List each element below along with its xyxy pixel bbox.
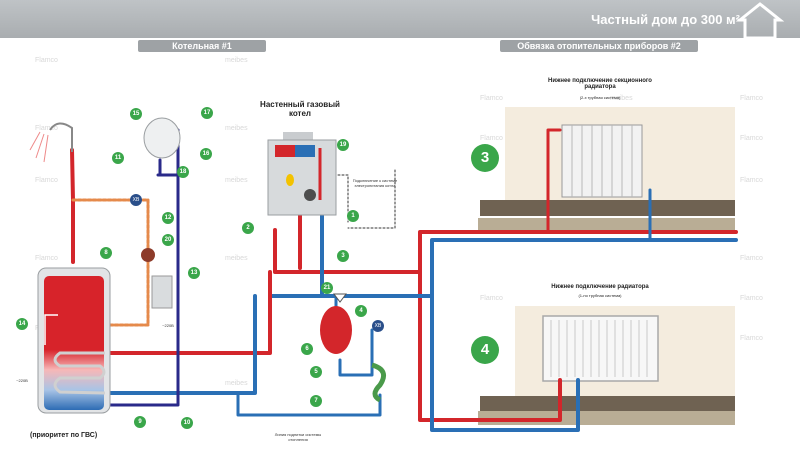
watermark: Flamco [480, 135, 503, 142]
watermark: Flamco [740, 135, 763, 142]
pipe-hot-radiator3 [546, 128, 562, 234]
watermark: meibes [225, 177, 248, 184]
badge-9: 9 [134, 416, 146, 428]
pipe-coil-hot [103, 270, 272, 355]
feed-note: Линия подпитки системы отопления [274, 432, 322, 442]
watermark: Flamco [740, 177, 763, 184]
watermark: Flamco [740, 255, 763, 262]
badge-15: 15 [130, 108, 142, 120]
valve-21 [333, 293, 347, 303]
badge-5: 5 [310, 366, 322, 378]
page-title: Частный дом до 300 м² [591, 12, 740, 27]
floor-top [480, 200, 735, 216]
badge-6: 6 [301, 343, 313, 355]
badge-8: 8 [100, 247, 112, 259]
section-right: Обвязка отопительных приборов #2 [500, 40, 698, 52]
badge-17: 17 [201, 107, 213, 119]
volt-label: ~220В [16, 378, 28, 383]
badge-19: 19 [337, 139, 349, 151]
floor-top-base [478, 218, 735, 232]
watermark: Flamco [740, 295, 763, 302]
header-bar: Частный дом до 300 м² [0, 0, 800, 38]
pipe-circulation [71, 198, 150, 327]
panel-radiator [542, 315, 659, 382]
radiator-top-subtitle: (2-х трубная система) [579, 95, 621, 100]
xb-marker: ХВ [130, 194, 142, 206]
xb-marker: ХВ [372, 320, 384, 332]
shower-icon [29, 122, 73, 163]
watermark: Flamco [35, 177, 58, 184]
badge-10: 10 [181, 417, 193, 429]
boiler-note: Подключение к системе электропитания кот… [352, 178, 398, 188]
controller-13 [151, 275, 173, 309]
badge-18: 18 [177, 166, 189, 178]
pump [141, 248, 155, 262]
badge-20: 20 [162, 234, 174, 246]
badge-21: 21 [321, 282, 333, 294]
watermark: Flamco [480, 95, 503, 102]
big-badge-label-3: 3 [480, 149, 490, 166]
pipe-cold-radiator4 [430, 294, 580, 432]
badge-4: 4 [355, 305, 367, 317]
badge-7: 7 [310, 395, 322, 407]
boiler-label: Настенный газовый котел [260, 100, 340, 118]
dhw-tank [37, 267, 111, 414]
watermark: meibes [225, 125, 248, 132]
watermark: meibes [225, 380, 248, 387]
badge-big-4 [471, 336, 499, 364]
badge-12: 12 [162, 212, 174, 224]
expansion-vessel-dhw [143, 117, 181, 159]
badge-2: 2 [242, 222, 254, 234]
pipe-coil-cold [103, 294, 257, 395]
watermark: Flamco [740, 335, 763, 342]
watermark: meibes [225, 255, 248, 262]
watermark: Flamco [480, 295, 503, 302]
pipe-feed [236, 393, 382, 417]
radiator-bottom-subtitle: (1-но трубная система) [578, 293, 622, 298]
pipe-dhw-hot [70, 148, 75, 264]
flex-hose [371, 362, 387, 403]
watermark: Flamco [35, 125, 58, 132]
badge-1: 1 [347, 210, 359, 222]
pipe-hot-radiator4 [418, 270, 562, 422]
volt-label: ~220В [162, 323, 174, 328]
gas-boiler [267, 132, 337, 216]
badge-11: 11 [112, 152, 124, 164]
badge-13: 13 [188, 267, 200, 279]
priority-label: (приоритет по ГВС) [30, 432, 98, 439]
watermark: Flamco [35, 57, 58, 64]
big-badge-label-4: 4 [480, 341, 490, 358]
radiator-top-title: Нижнее подключение секционного радиатора [548, 78, 652, 90]
expansion-vessel-heating [320, 306, 352, 354]
sectional-radiator [561, 124, 643, 198]
watermark: meibes [225, 57, 248, 64]
watermark: Flamco [35, 255, 58, 262]
radiator-bottom-title: Нижнее подключение радиатора [551, 284, 649, 290]
badge-14: 14 [16, 318, 28, 330]
pipe-cold-return [268, 238, 738, 298]
badge-big-3 [471, 144, 499, 172]
watermark: Flamco [740, 95, 763, 102]
floor-bottom [480, 396, 735, 411]
watermark: meibes [610, 95, 633, 102]
badge-16: 16 [200, 148, 212, 160]
pipe-cold-water [105, 128, 180, 407]
section-left: Котельная #1 [138, 40, 266, 52]
badge-3: 3 [337, 250, 349, 262]
